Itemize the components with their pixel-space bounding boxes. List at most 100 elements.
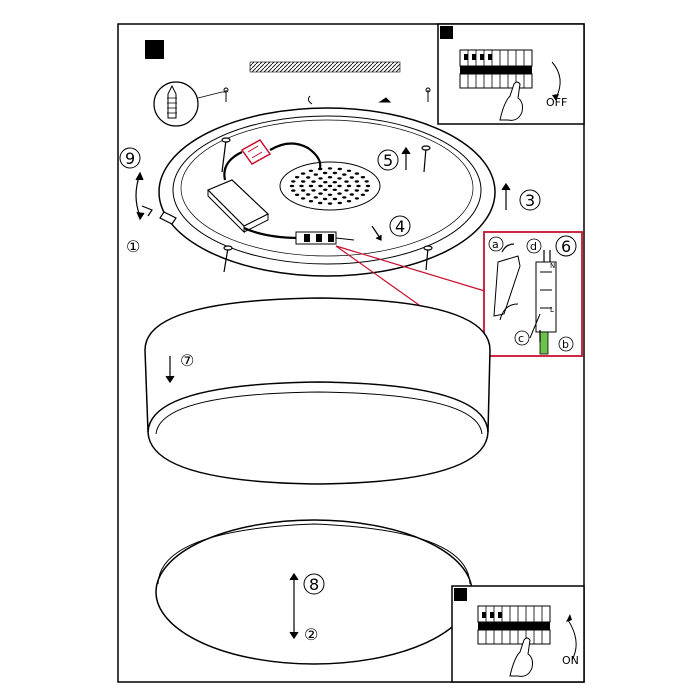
vent-hole bbox=[332, 197, 338, 201]
vent-hole bbox=[365, 184, 371, 188]
vent-hole bbox=[313, 196, 318, 199]
output-cable bbox=[243, 226, 301, 240]
vent-hole bbox=[346, 200, 352, 203]
vent-hole bbox=[306, 176, 311, 179]
svg-text:b: b bbox=[562, 338, 569, 351]
vent-hole bbox=[354, 172, 360, 175]
perforated-vent-disc bbox=[279, 161, 381, 211]
vent-hole bbox=[327, 176, 333, 179]
mounting-screws bbox=[141, 137, 433, 273]
vent-hole bbox=[332, 188, 337, 191]
switch-off-inset: OFF bbox=[437, 23, 585, 125]
vent-hole bbox=[294, 176, 300, 179]
vent-hole bbox=[306, 193, 311, 196]
vent-hole bbox=[313, 173, 318, 176]
vent-hole bbox=[344, 180, 349, 183]
hand-icon bbox=[499, 81, 523, 121]
driver-clip bbox=[493, 255, 521, 317]
svg-text:3: 3 bbox=[525, 191, 535, 210]
ceiling-screws bbox=[223, 87, 431, 105]
step-8-badge: 8 bbox=[303, 573, 325, 595]
vent-hole bbox=[327, 184, 333, 188]
vent-hole bbox=[308, 184, 314, 188]
switch-on-inset: ON bbox=[451, 585, 585, 683]
vent-hole bbox=[364, 180, 369, 183]
vent-hole bbox=[318, 184, 323, 188]
vent-hole bbox=[318, 201, 323, 205]
ceiling-hatch bbox=[249, 61, 401, 73]
on-rotate-arrow bbox=[567, 619, 577, 661]
svg-text:c: c bbox=[518, 332, 524, 345]
wall-plug-detail bbox=[153, 81, 226, 127]
vent-hole bbox=[342, 173, 347, 176]
step-6-badge: 6 bbox=[555, 235, 577, 257]
vent-hole bbox=[318, 167, 323, 171]
hand-icon bbox=[509, 637, 533, 677]
svg-text:9: 9 bbox=[125, 149, 135, 168]
vent-hole bbox=[291, 180, 296, 183]
vent-hole bbox=[332, 181, 337, 184]
detail-label-b: b bbox=[558, 336, 574, 352]
vent-hole bbox=[311, 180, 316, 183]
step-4-badge: 4 bbox=[389, 215, 411, 237]
vent-hole bbox=[323, 181, 328, 184]
vent-hole bbox=[346, 169, 352, 172]
step-9-badge: 9 bbox=[119, 147, 141, 169]
breaker-panel-icon bbox=[477, 605, 551, 645]
vent-hole bbox=[360, 193, 366, 196]
vent-hole bbox=[332, 171, 338, 175]
page-frame bbox=[117, 23, 585, 683]
vent-hole bbox=[349, 176, 354, 179]
vent-hole bbox=[337, 167, 342, 171]
vent-hole bbox=[364, 189, 369, 192]
vent-hole bbox=[344, 189, 349, 192]
start-marker-square bbox=[145, 40, 164, 59]
svg-text:5: 5 bbox=[383, 151, 393, 170]
step-1-label: ① bbox=[126, 237, 140, 256]
vent-hole bbox=[337, 192, 342, 195]
vent-hole bbox=[300, 172, 306, 175]
svg-text:a: a bbox=[492, 238, 499, 251]
switch-off-label: OFF bbox=[546, 96, 567, 109]
vent-hole bbox=[349, 193, 354, 196]
vent-hole bbox=[360, 176, 366, 179]
step-arrows bbox=[135, 146, 541, 640]
vent-hole bbox=[327, 167, 333, 170]
step-7-label: ⑦ bbox=[180, 351, 194, 370]
svg-text:6: 6 bbox=[561, 237, 571, 256]
step-3-badge: 3 bbox=[519, 189, 541, 211]
vent-hole bbox=[346, 184, 352, 188]
vent-hole bbox=[301, 180, 306, 183]
svg-text:8: 8 bbox=[309, 575, 319, 594]
vent-hole bbox=[294, 193, 300, 196]
vent-hole bbox=[322, 197, 328, 201]
svg-text:d: d bbox=[530, 240, 537, 253]
detail-label-c: c bbox=[514, 330, 530, 346]
terminal-mark-l: L bbox=[550, 306, 554, 314]
vent-hole bbox=[327, 193, 333, 196]
detail-label-a: a bbox=[488, 236, 504, 252]
vent-hole bbox=[327, 202, 333, 205]
red-connector bbox=[240, 139, 272, 165]
inset-marker-square bbox=[454, 588, 467, 601]
vent-hole bbox=[299, 184, 304, 188]
lamp-shade-drum bbox=[144, 297, 491, 485]
vent-hole bbox=[291, 189, 296, 192]
vent-hole bbox=[323, 188, 328, 191]
vent-hole bbox=[301, 189, 306, 192]
vent-hole bbox=[311, 189, 316, 192]
step-2-label: ② bbox=[304, 625, 318, 644]
vent-hole bbox=[318, 177, 323, 180]
vent-hole bbox=[308, 169, 314, 172]
step-5-badge: 5 bbox=[377, 149, 399, 171]
inset-marker-square bbox=[440, 26, 453, 39]
vent-hole bbox=[354, 197, 360, 200]
switch-on-label: ON bbox=[562, 654, 579, 667]
svg-text:4: 4 bbox=[395, 217, 405, 236]
vent-hole bbox=[300, 197, 306, 200]
vent-hole bbox=[289, 184, 295, 188]
vent-hole bbox=[342, 196, 347, 199]
breaker-panel-icon bbox=[459, 49, 533, 89]
power-cable bbox=[223, 142, 322, 181]
